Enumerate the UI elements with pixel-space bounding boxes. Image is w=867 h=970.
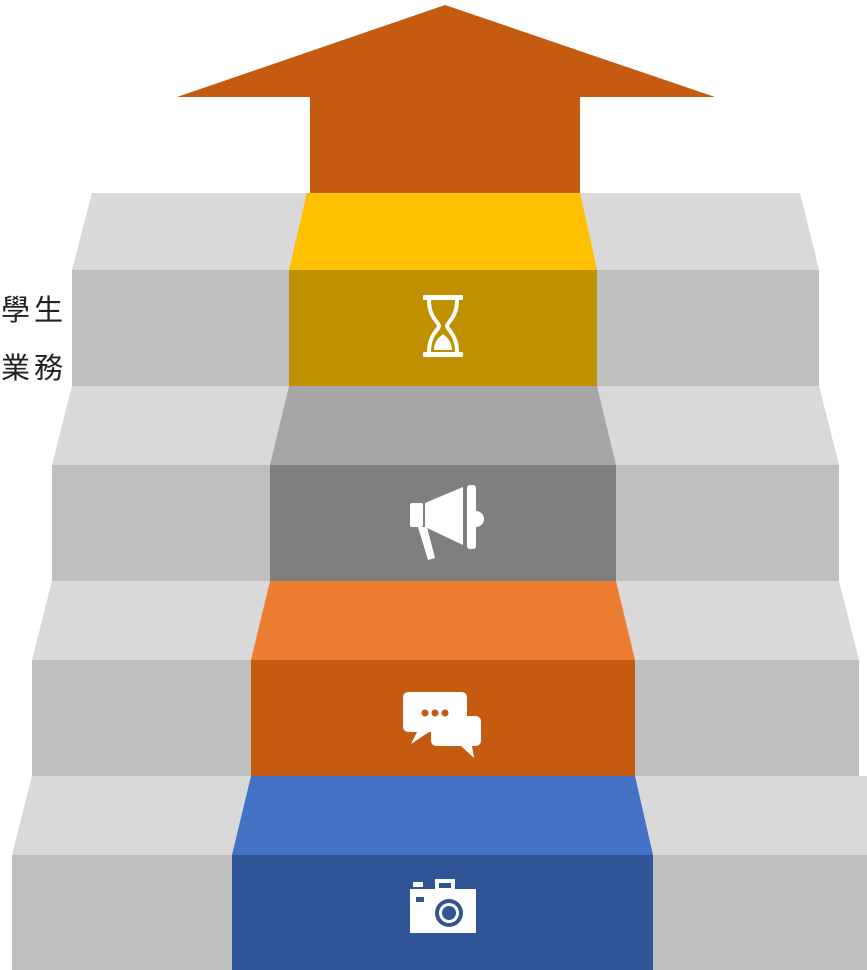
camera-icon bbox=[410, 879, 476, 933]
step-1 bbox=[232, 776, 653, 970]
hourglass-icon bbox=[423, 295, 463, 357]
up-arrow bbox=[177, 5, 715, 193]
step-4 bbox=[289, 193, 597, 386]
side-text-line-2: 業務 bbox=[0, 351, 67, 385]
step-2-tread bbox=[251, 581, 635, 660]
step-3-tread bbox=[270, 386, 616, 465]
megaphone-icon bbox=[410, 485, 484, 560]
chat-bubbles-icon bbox=[403, 692, 481, 758]
step-4-tread bbox=[289, 193, 597, 270]
side-text-line-1: 學生 bbox=[0, 293, 67, 327]
step-1-tread bbox=[232, 776, 653, 855]
step-3 bbox=[270, 386, 616, 581]
step-4-riser bbox=[289, 270, 597, 386]
